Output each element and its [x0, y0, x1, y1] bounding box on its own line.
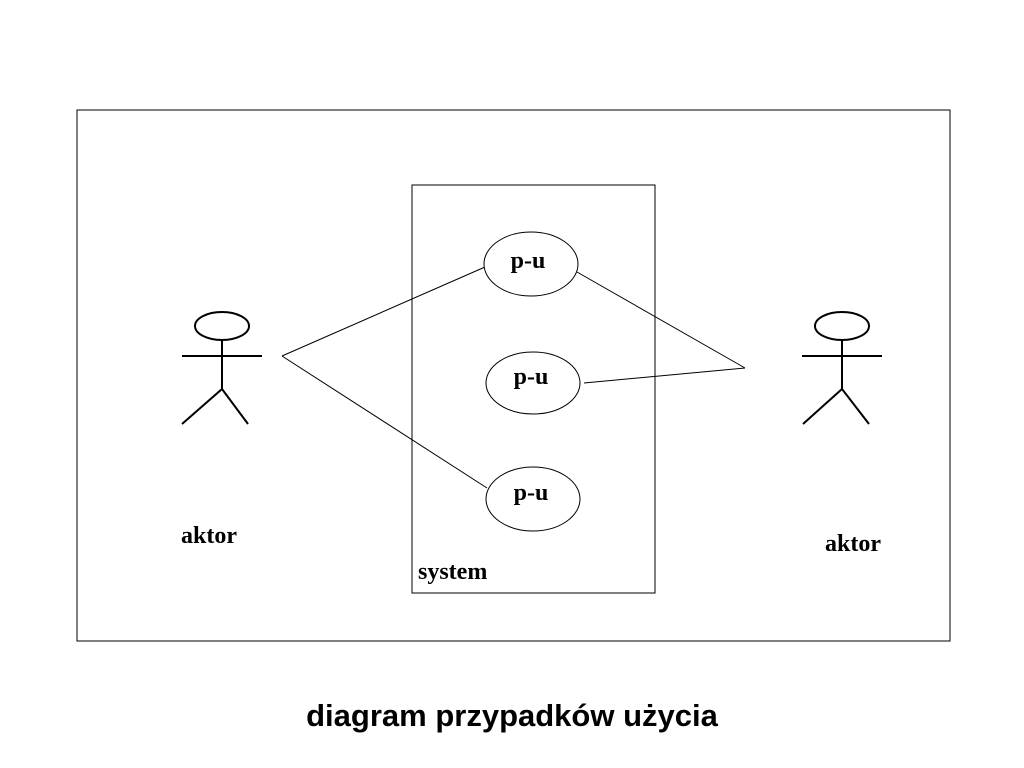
use-case-label: p-u — [514, 364, 549, 390]
use-case-1: p-u — [483, 231, 579, 297]
stick-figure-icon — [181, 311, 262, 425]
association-right-middle — [583, 367, 746, 384]
actor-right: aktor — [802, 311, 882, 557]
actor-left: aktor — [181, 311, 262, 549]
diagram-caption: diagram przypadków użycia — [306, 698, 718, 733]
actor-label: aktor — [181, 523, 237, 549]
association-left-top — [281, 266, 486, 357]
system-label: system — [418, 559, 487, 585]
association-right-top — [576, 271, 746, 369]
outer-frame — [76, 109, 951, 642]
stick-figure-icon — [802, 311, 882, 425]
use-case-label: p-u — [514, 480, 549, 506]
system-boundary — [411, 184, 656, 594]
actor-label: aktor — [825, 531, 881, 557]
association-left-bottom — [281, 355, 488, 489]
use-case-label: p-u — [511, 248, 546, 274]
use-case-3: p-u — [485, 466, 581, 532]
use-case-2: p-u — [485, 351, 581, 415]
